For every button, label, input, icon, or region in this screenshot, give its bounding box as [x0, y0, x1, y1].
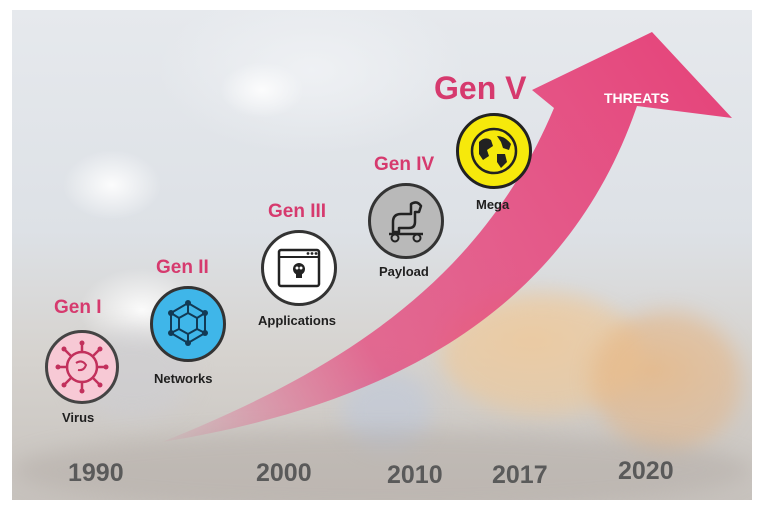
- trojan-horse-icon: [368, 183, 444, 259]
- virus-icon: [45, 330, 119, 404]
- year-label: 2020: [618, 457, 674, 485]
- gen-label-3: Gen III: [268, 201, 327, 222]
- threats-arrow-body: [162, 32, 732, 442]
- globe-icon: [456, 113, 532, 189]
- caption-applications: Applications: [258, 313, 337, 328]
- gen-label-4: Gen IV: [374, 154, 435, 175]
- bokeh-light: [592, 310, 742, 450]
- caption-networks: Networks: [154, 371, 213, 386]
- bokeh-light: [12, 430, 752, 500]
- application-icon: [261, 230, 337, 306]
- caption-payload: Payload: [379, 264, 429, 279]
- threats-arrow: [162, 32, 732, 442]
- year-label: 1990: [68, 459, 124, 487]
- year-label: 2010: [387, 461, 443, 489]
- threats-label: THREATS: [604, 90, 670, 106]
- gen-label-5: Gen V: [434, 70, 527, 106]
- year-label: 2000: [256, 459, 312, 487]
- infographic-canvas: THREATS Gen I Virus Gen II: [12, 10, 752, 500]
- caption-virus: Virus: [62, 410, 95, 425]
- gen-label-2: Gen II: [156, 257, 209, 278]
- year-label: 2017: [492, 461, 548, 489]
- caption-mega: Mega: [476, 197, 510, 212]
- gen-label-1: Gen I: [54, 297, 102, 318]
- network-icon: [150, 286, 226, 362]
